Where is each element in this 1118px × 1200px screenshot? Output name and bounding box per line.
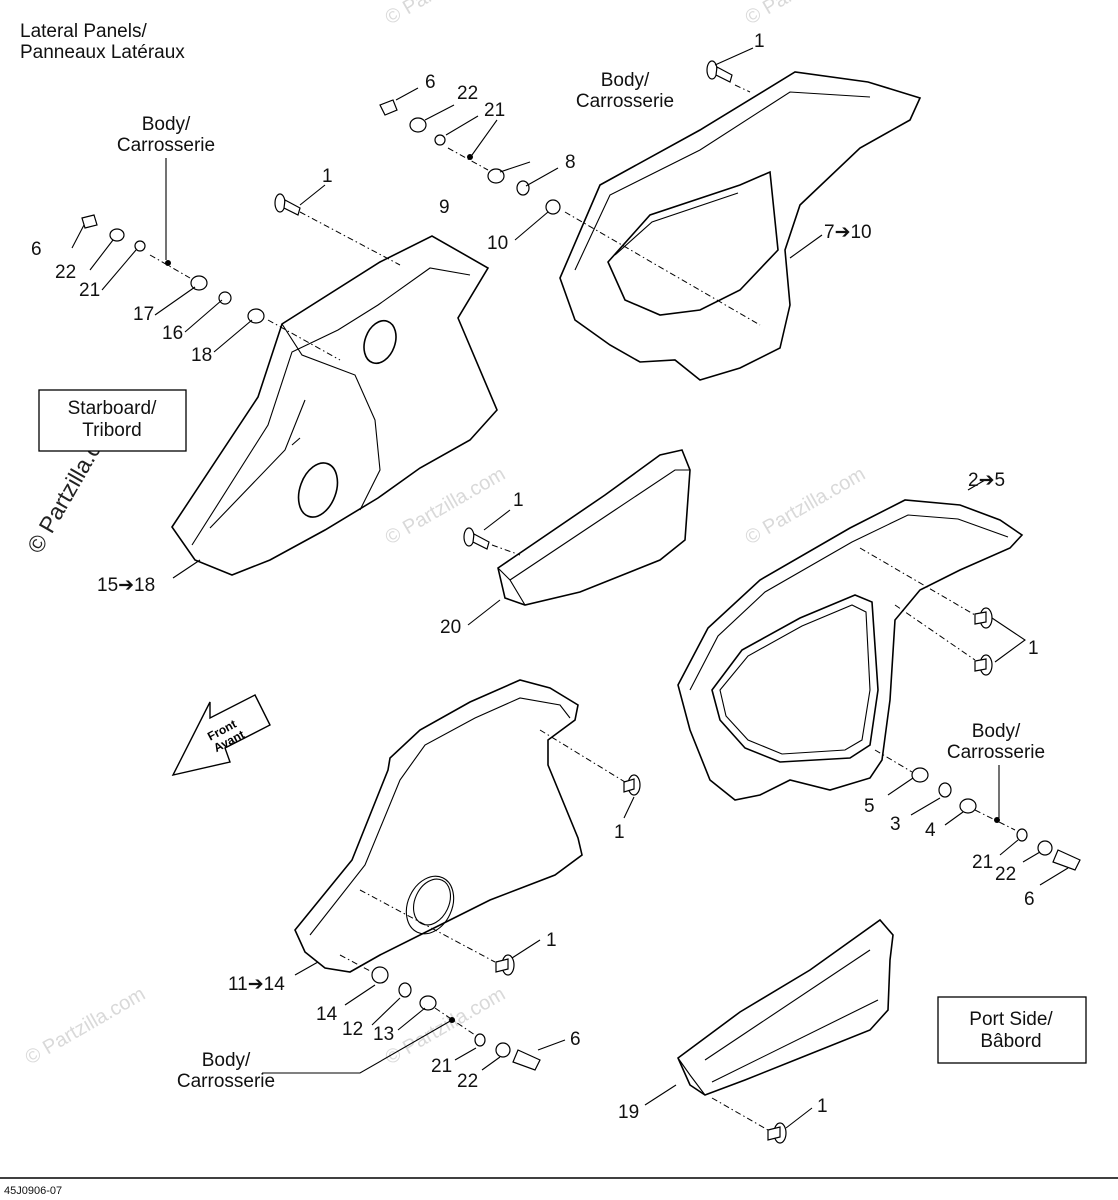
callout: 1 [322, 166, 333, 187]
callout: 6 [570, 1029, 581, 1050]
callout: 22 [995, 864, 1016, 885]
body-label-mid-right: Body/Carrosserie [947, 721, 1045, 763]
callout: 10 [487, 233, 508, 254]
port-label: Port Side/Bâbord [969, 1009, 1053, 1052]
callout: 8 [565, 152, 576, 173]
watermark: © Partzilla.com [22, 983, 150, 1069]
callout: 18 [191, 345, 212, 366]
callout: 17 [133, 304, 154, 325]
callout: 20 [440, 617, 461, 638]
body-label-bottom-left: Body/Carrosserie [177, 1050, 275, 1092]
callout: 6 [425, 72, 436, 93]
port-rear-panel [294, 679, 583, 973]
callout: 13 [373, 1024, 394, 1045]
callout: 21 [431, 1056, 452, 1077]
callout: 11➔14 [228, 974, 285, 995]
callout: 22 [457, 83, 478, 104]
callout: 21 [484, 100, 505, 121]
callout: 22 [457, 1071, 478, 1092]
front-arrow: FrontAvant [171, 694, 271, 777]
middle-trim-panel [497, 449, 691, 606]
title-line-2: Panneaux Latéraux [20, 42, 185, 63]
callout: 6 [1024, 889, 1035, 910]
callouts: 1 6 22 21 17 16 18 15➔18 6 22 21 8 9 10 … [31, 31, 1039, 1123]
starboard-label: Starboard/Tribord [68, 398, 157, 441]
callout: 9 [439, 197, 450, 218]
callout: 12 [342, 1019, 363, 1040]
callout: 1 [546, 930, 557, 951]
watermark: © Partzilla.com [742, 0, 870, 29]
callout: 1 [817, 1096, 828, 1117]
callout: 16 [162, 323, 183, 344]
diagram-title: Lateral Panels/Panneaux Latéraux [20, 21, 185, 63]
starboard-front-panel [559, 71, 922, 381]
port-box [937, 996, 1087, 1064]
port-front-panel [677, 499, 1024, 801]
watermark: © Partzilla.com [382, 0, 510, 29]
callout: 6 [31, 239, 42, 260]
callout: 1 [513, 490, 524, 511]
callout: 4 [925, 820, 936, 841]
callout: 14 [316, 1004, 338, 1025]
callout: 15➔18 [97, 575, 155, 596]
title-line-1: Lateral Panels/ [20, 21, 147, 42]
callout: 1 [754, 31, 765, 52]
starboard-rear-panel [171, 235, 498, 576]
body-label-top-right: Body/Carrosserie [576, 70, 674, 112]
callout: 3 [890, 814, 901, 835]
body-label-top-left: Body/Carrosserie [117, 114, 215, 156]
figure-code: 45J0906-07 [4, 1185, 62, 1197]
callout: 7➔10 [824, 222, 872, 243]
port-trim-panel [677, 918, 894, 1096]
callout: 5 [864, 796, 875, 817]
callout: 2➔5 [968, 470, 1005, 491]
callout: 21 [79, 280, 100, 301]
starboard-box [38, 389, 187, 452]
hardware [81, 60, 1081, 1144]
callout: 1 [614, 822, 625, 843]
leader-lines [71, 47, 1069, 1129]
callout: 1 [1028, 638, 1039, 659]
callout: 19 [618, 1102, 639, 1123]
callout: 21 [972, 852, 993, 873]
callout: 22 [55, 262, 76, 283]
